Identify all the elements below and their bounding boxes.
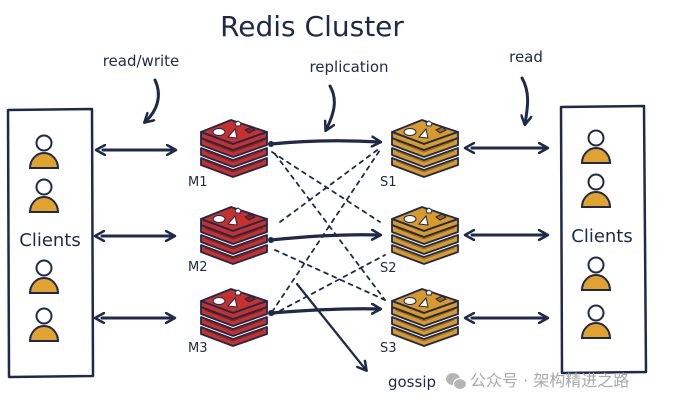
user-icon <box>28 178 60 213</box>
diagram-title: Redis Cluster <box>220 10 404 43</box>
replication-label: replication <box>309 58 388 76</box>
clients-label: Clients <box>19 230 81 251</box>
client-group-right: Clients <box>559 104 648 375</box>
replica-node-icon <box>391 206 459 265</box>
master-label: M2 <box>188 260 208 275</box>
master-node-icon <box>200 119 268 178</box>
wechat-icon <box>446 373 468 391</box>
gossip-label: gossip <box>388 373 436 391</box>
replication-arrow-m2-s2 <box>269 235 380 242</box>
replica-label: S3 <box>380 341 397 356</box>
master-label: M3 <box>188 341 208 356</box>
user-icon <box>580 304 612 339</box>
read-write-label: read/write <box>103 52 180 70</box>
read-write-arrow <box>145 78 160 122</box>
replica-label: S1 <box>380 175 397 190</box>
read-arrow <box>522 76 528 124</box>
watermark: 公众号 · 架构精进之路 <box>446 371 629 391</box>
replica-node-icon <box>391 288 459 347</box>
gossip-arrow <box>295 282 366 370</box>
master-node-icon <box>200 288 268 347</box>
user-icon <box>28 134 60 169</box>
master-node-icon <box>200 206 268 265</box>
user-icon <box>28 307 60 342</box>
user-icon <box>580 173 612 208</box>
master-label: M1 <box>188 175 208 190</box>
clients-label: Clients <box>571 226 633 247</box>
user-icon <box>580 129 612 164</box>
replica-label: S2 <box>380 261 397 276</box>
read-label: read <box>509 48 543 66</box>
replication-arrow <box>326 84 336 130</box>
gossip-link <box>279 147 381 223</box>
gossip-link <box>274 153 386 301</box>
gossip-link <box>271 149 381 313</box>
gossip-mesh <box>271 147 386 316</box>
replication-arrow-m1-s1 <box>269 141 380 144</box>
replication-arrow-m3-s3 <box>269 309 380 313</box>
replica-node-icon <box>391 119 459 178</box>
user-icon <box>580 256 612 291</box>
gossip-link <box>271 254 386 316</box>
client-group-left: Clients <box>6 107 95 379</box>
client-box <box>6 107 95 379</box>
user-icon <box>28 259 60 294</box>
replication-links <box>268 141 380 316</box>
gossip-link <box>274 249 386 301</box>
watermark-text: 公众号 · 架构精进之路 <box>470 371 629 390</box>
client-box <box>559 104 648 375</box>
